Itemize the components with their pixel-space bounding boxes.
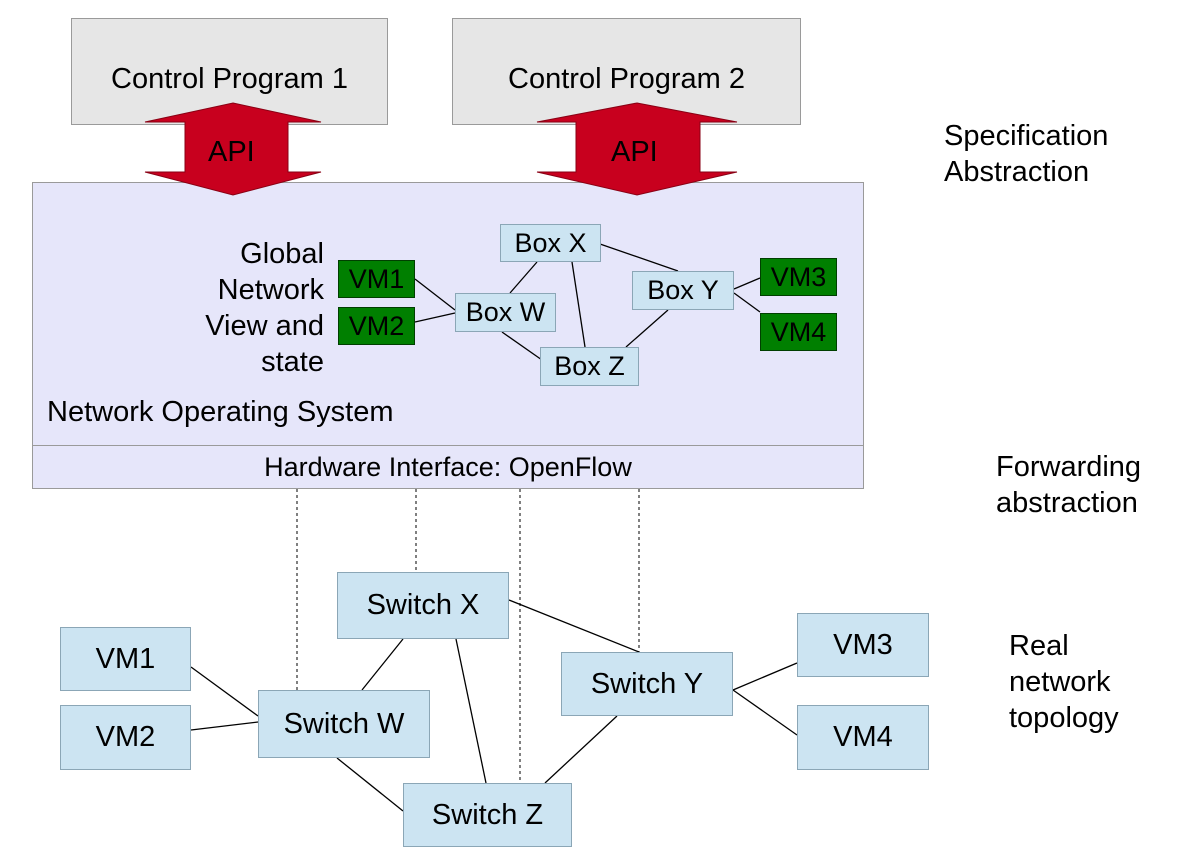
- plink-switchy-vm4: [732, 689, 798, 736]
- plink-switchx-switchy: [508, 599, 640, 653]
- vlink-vm1-boxw: [414, 278, 456, 311]
- virtual-box-x-label: Box X: [514, 227, 587, 258]
- real-network-topology-label: Real network topology: [1009, 628, 1119, 736]
- switch-z: Switch Z: [403, 783, 572, 847]
- plink-switchy-vm3: [732, 662, 798, 691]
- vlink-boxw-boxz: [501, 331, 543, 361]
- global-view-line-4: state: [261, 346, 324, 378]
- hardware-interface-label: Hardware Interface: OpenFlow: [32, 446, 864, 489]
- api-arrow-2: [536, 102, 738, 196]
- real-line-3: topology: [1009, 702, 1119, 734]
- physical-vm1-label: VM1: [95, 642, 156, 675]
- vlink-vm2-boxw: [414, 312, 456, 323]
- plink-switchw-switchz: [336, 757, 404, 812]
- virtual-box-y-label: Box Y: [647, 275, 719, 305]
- virtual-box-x: Box X: [500, 224, 601, 262]
- physical-vm3-label: VM3: [833, 628, 893, 661]
- physical-vm4-label: VM4: [833, 721, 893, 753]
- global-view-label: Global Network View and state: [170, 236, 324, 380]
- virtual-vm2: VM2: [338, 307, 415, 345]
- nos-title: Network Operating System: [47, 396, 394, 428]
- plink-switchy-switchz: [544, 715, 618, 784]
- physical-vm3: VM3: [797, 613, 929, 677]
- plink-switchw-switchx: [361, 638, 404, 691]
- hardware-interface-divider: [32, 445, 864, 446]
- plink-switchx-switchz: [455, 638, 487, 784]
- vlink-boxy-vm4: [733, 292, 761, 313]
- specification-abstraction-label: Specification Abstraction: [944, 118, 1108, 190]
- virtual-box-w: Box W: [455, 293, 556, 332]
- vlink-boxy-boxz: [625, 309, 669, 348]
- forwarding-abstraction-label: Forwarding abstraction: [996, 449, 1141, 521]
- api-label-2: API: [611, 136, 658, 168]
- switch-x: Switch X: [337, 572, 509, 639]
- virtual-vm1: VM1: [338, 260, 415, 298]
- control-program-2-label: Control Program 2: [508, 63, 745, 95]
- api-label-1: API: [208, 136, 255, 168]
- virtual-box-y: Box Y: [632, 271, 734, 310]
- virtual-box-z: Box Z: [540, 347, 639, 386]
- switch-z-label: Switch Z: [431, 798, 544, 831]
- vlink-boxy-vm3: [733, 277, 761, 290]
- forwarding-line-2: abstraction: [996, 487, 1138, 519]
- forwarding-line-1: Forwarding: [996, 451, 1142, 483]
- switch-x-label: Switch X: [366, 589, 480, 621]
- switch-w-label: Switch W: [283, 707, 405, 740]
- vlink-boxx-boxy: [599, 243, 679, 272]
- switch-y-label: Switch Y: [590, 667, 704, 700]
- physical-vm4: VM4: [797, 705, 929, 770]
- virtual-box-w-label: Box W: [465, 297, 546, 327]
- control-program-1-label: Control Program 1: [111, 63, 348, 95]
- physical-vm2: VM2: [60, 705, 191, 770]
- global-view-line-2: Network: [217, 274, 324, 306]
- global-view-line-1: Global: [240, 238, 324, 270]
- vlink-boxx-boxz: [571, 261, 586, 348]
- real-line-2: network: [1009, 666, 1111, 698]
- virtual-vm4-label: VM4: [770, 316, 827, 347]
- virtual-vm3-label: VM3: [770, 261, 827, 292]
- virtual-vm3: VM3: [760, 258, 837, 296]
- specification-line-2: Abstraction: [944, 156, 1090, 188]
- hardware-interface-text: Hardware Interface: OpenFlow: [264, 452, 632, 482]
- virtual-vm2-label: VM2: [348, 310, 405, 341]
- specification-line-1: Specification: [944, 120, 1109, 152]
- global-view-line-3: View and: [205, 310, 324, 342]
- real-line-1: Real: [1009, 630, 1069, 662]
- network-operating-system: [32, 182, 864, 489]
- physical-vm2-label: VM2: [95, 721, 156, 753]
- switch-w: Switch W: [258, 690, 430, 758]
- vlink-boxw-boxx: [509, 261, 538, 294]
- virtual-vm1-label: VM1: [348, 263, 405, 294]
- switch-y: Switch Y: [561, 652, 733, 716]
- api-arrow-1: [144, 102, 322, 196]
- plink-vm1-switchw: [190, 666, 259, 717]
- virtual-vm4: VM4: [760, 313, 837, 351]
- virtual-box-z-label: Box Z: [554, 351, 625, 381]
- physical-vm1: VM1: [60, 627, 191, 691]
- plink-vm2-switchw: [190, 721, 259, 731]
